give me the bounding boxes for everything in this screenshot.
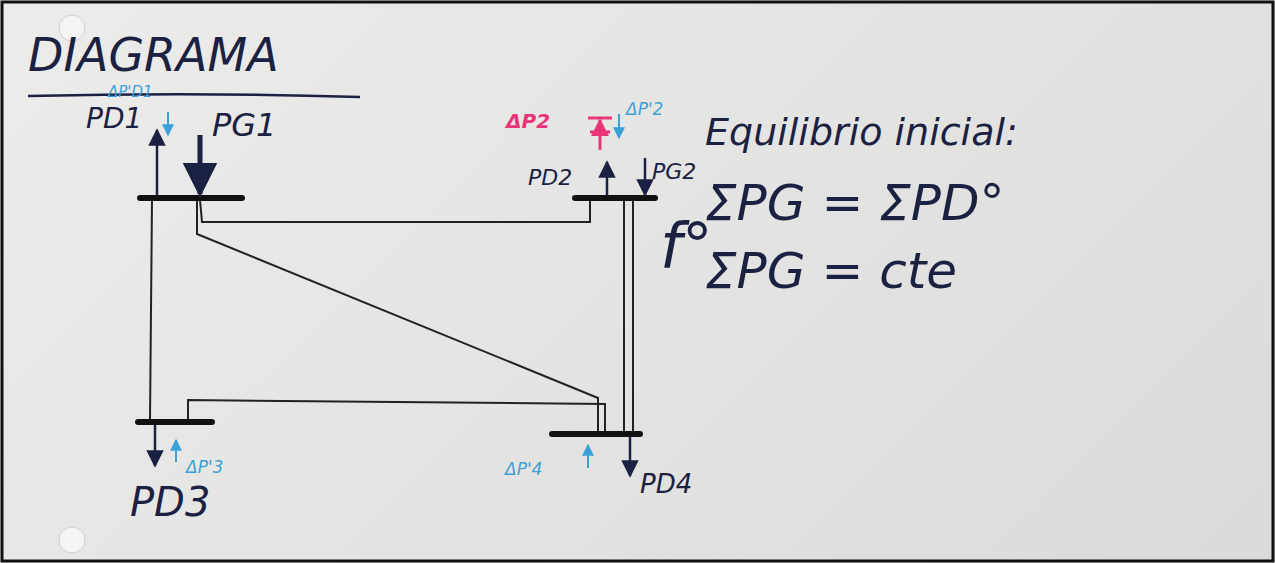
generator-label: PG2 xyxy=(652,160,696,184)
disturbance-label: ΔP'4 xyxy=(505,460,542,479)
balance-equation: ΣPG = ΣPD° xyxy=(705,176,1004,231)
equation-heading: Equilibrio inicial: xyxy=(705,112,1018,154)
load-label: PD3 xyxy=(130,480,210,524)
bus-bars xyxy=(138,198,655,434)
disturbance-label: ΔP'3 xyxy=(186,458,223,477)
load-step-label: ΔP2 xyxy=(506,110,550,132)
transmission-lines xyxy=(150,200,633,432)
power-arrows xyxy=(155,130,645,476)
diagram-title: DIAGRAMA xyxy=(28,30,279,81)
punch-hole xyxy=(59,527,85,553)
balance-equation: ΣPG = cte xyxy=(705,244,957,299)
disturbance-label: ΔP'2 xyxy=(626,100,663,119)
disturbance-label: ΔP'D1 xyxy=(108,84,153,101)
load-step-symbol xyxy=(588,118,612,150)
disturbance-arrows xyxy=(168,112,619,468)
load-label: PD2 xyxy=(528,166,572,190)
load-label: PD4 xyxy=(640,470,692,499)
title-underline xyxy=(28,94,360,97)
load-label: PD1 xyxy=(86,104,142,135)
frequency-label: f° xyxy=(660,212,713,280)
generator-label: PG1 xyxy=(212,108,276,143)
